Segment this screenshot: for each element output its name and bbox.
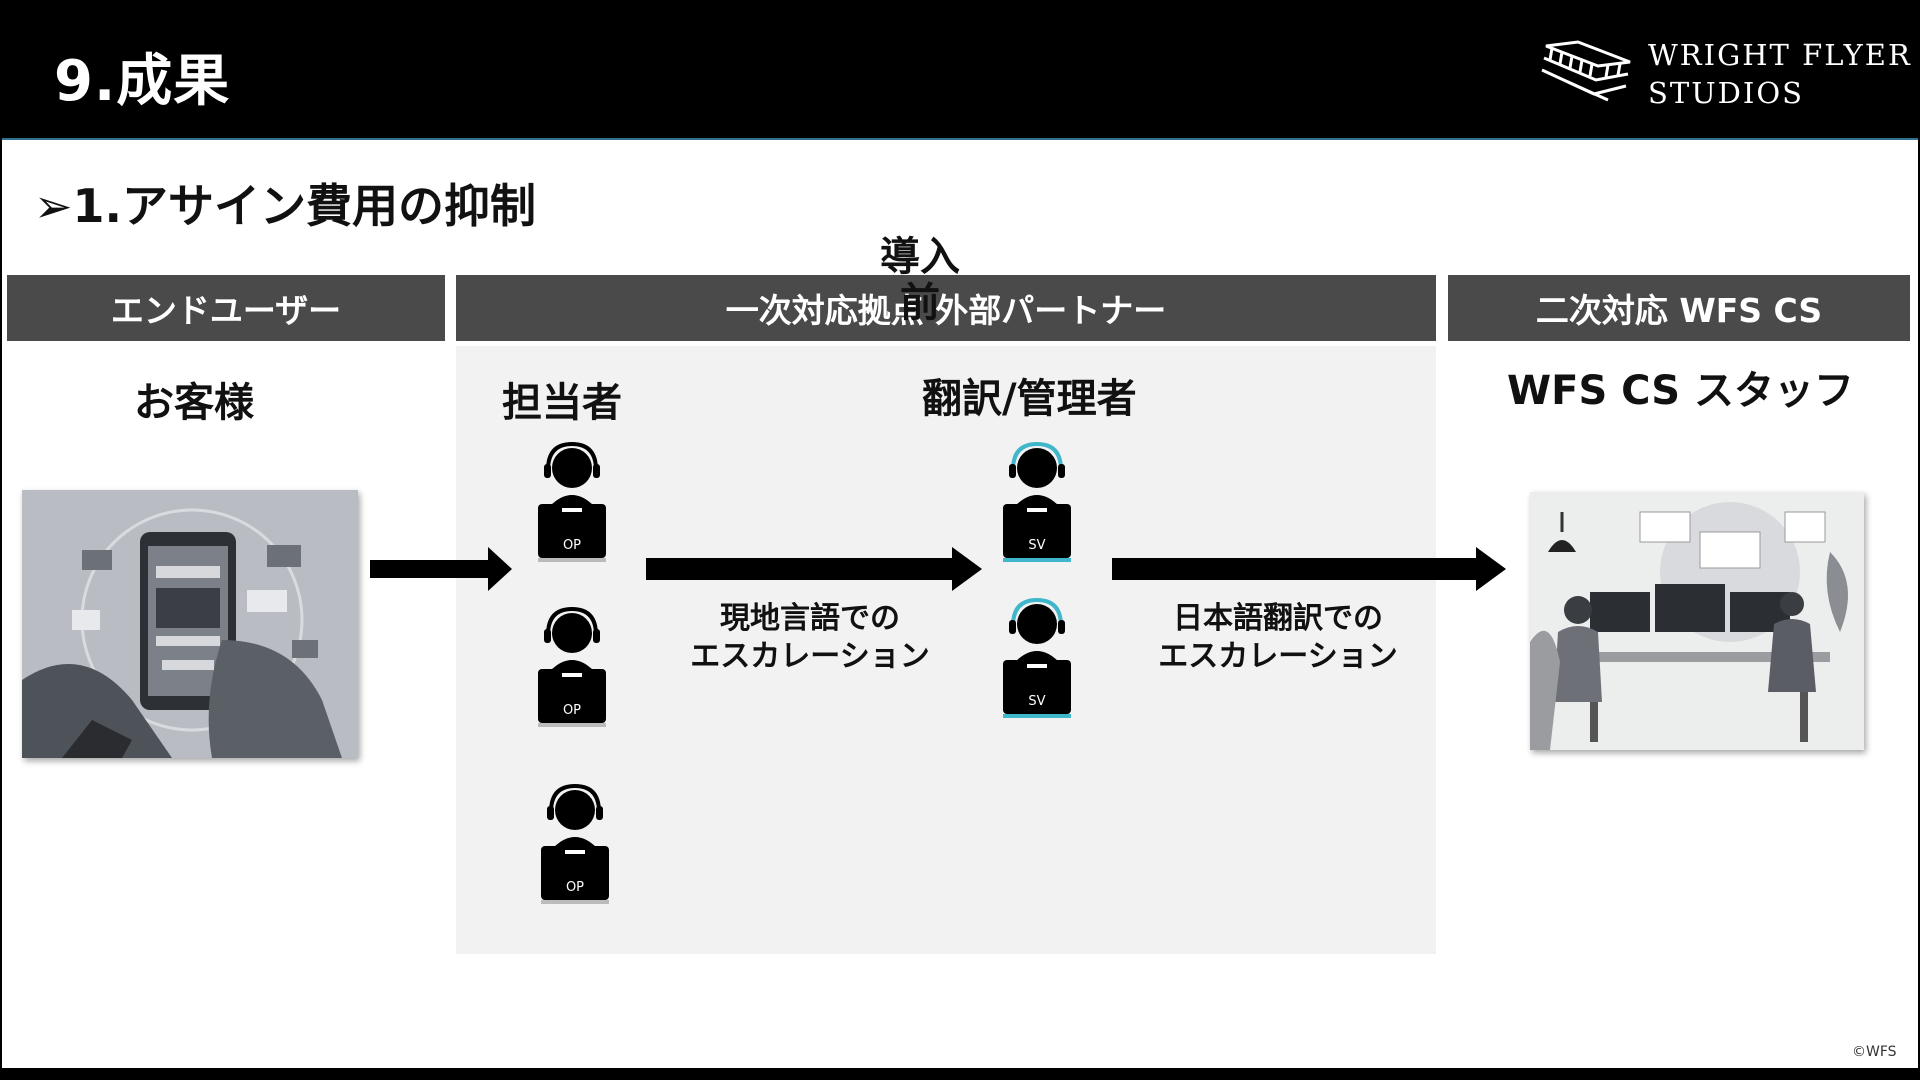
section-title: ➢1.アサイン費用の抑制: [34, 179, 537, 233]
copyright: ©WFS: [1852, 1044, 1897, 1060]
sv-badge: SV: [1028, 538, 1046, 553]
column-header-secondary: 二次対応 WFS CS: [1448, 275, 1910, 341]
arrow-right-icon: [370, 547, 512, 591]
logo-line-1: WRIGHT FLYER: [1648, 38, 1912, 72]
op-badge: OP: [565, 880, 585, 895]
caption-line: 現地言語での: [720, 601, 900, 636]
slide-title: 9.成果: [54, 49, 231, 114]
supervisor-label: 翻訳/管理者: [922, 376, 1137, 422]
wfs-cs-team-illustration: [1530, 492, 1864, 750]
customer-smartphone-illustration: [22, 490, 358, 758]
company-logo: WRIGHT FLYER STUDIOS: [1538, 28, 1910, 112]
operator-label: 担当者: [502, 380, 622, 426]
arrow-right-icon: [646, 547, 982, 591]
caption-line: エスカレーション: [1158, 639, 1398, 674]
caption-line: 日本語翻訳での: [1173, 601, 1383, 636]
wfs-staff-label: WFS CS スタッフ: [1507, 368, 1855, 414]
primary-partner-panel: [456, 346, 1436, 954]
customer-label: お客様: [134, 380, 254, 426]
headset-supervisor-icon: SV: [997, 596, 1077, 736]
column-header-end-user: エンドユーザー: [7, 275, 445, 341]
caption-line: エスカレーション: [690, 639, 930, 674]
logo-line-2: STUDIOS: [1648, 76, 1804, 110]
logo-icon: [1541, 40, 1631, 102]
op-badge: OP: [562, 538, 582, 553]
intro-label: 導入前: [880, 234, 960, 326]
headset-operator-icon: OP: [535, 782, 615, 922]
headset-operator-icon: OP: [532, 605, 612, 745]
sv-badge: SV: [1028, 694, 1046, 709]
headset-supervisor-icon: SV: [997, 440, 1077, 580]
bottom-bar: [0, 1068, 1920, 1080]
headset-operator-icon: OP: [532, 440, 612, 580]
logo-text: WRIGHT FLYER STUDIOS: [1648, 36, 1912, 112]
column-header-primary: 一次対応拠点 外部パートナー: [456, 275, 1436, 341]
local-language-escalation-caption: 現地言語での エスカレーション: [672, 600, 948, 676]
arrow-right-icon: [1112, 547, 1506, 591]
japanese-translation-escalation-caption: 日本語翻訳での エスカレーション: [1140, 600, 1416, 676]
top-bar: 9.成果 WRIGHT FLYER STUDIOS: [0, 0, 1920, 138]
op-badge: OP: [562, 703, 582, 718]
